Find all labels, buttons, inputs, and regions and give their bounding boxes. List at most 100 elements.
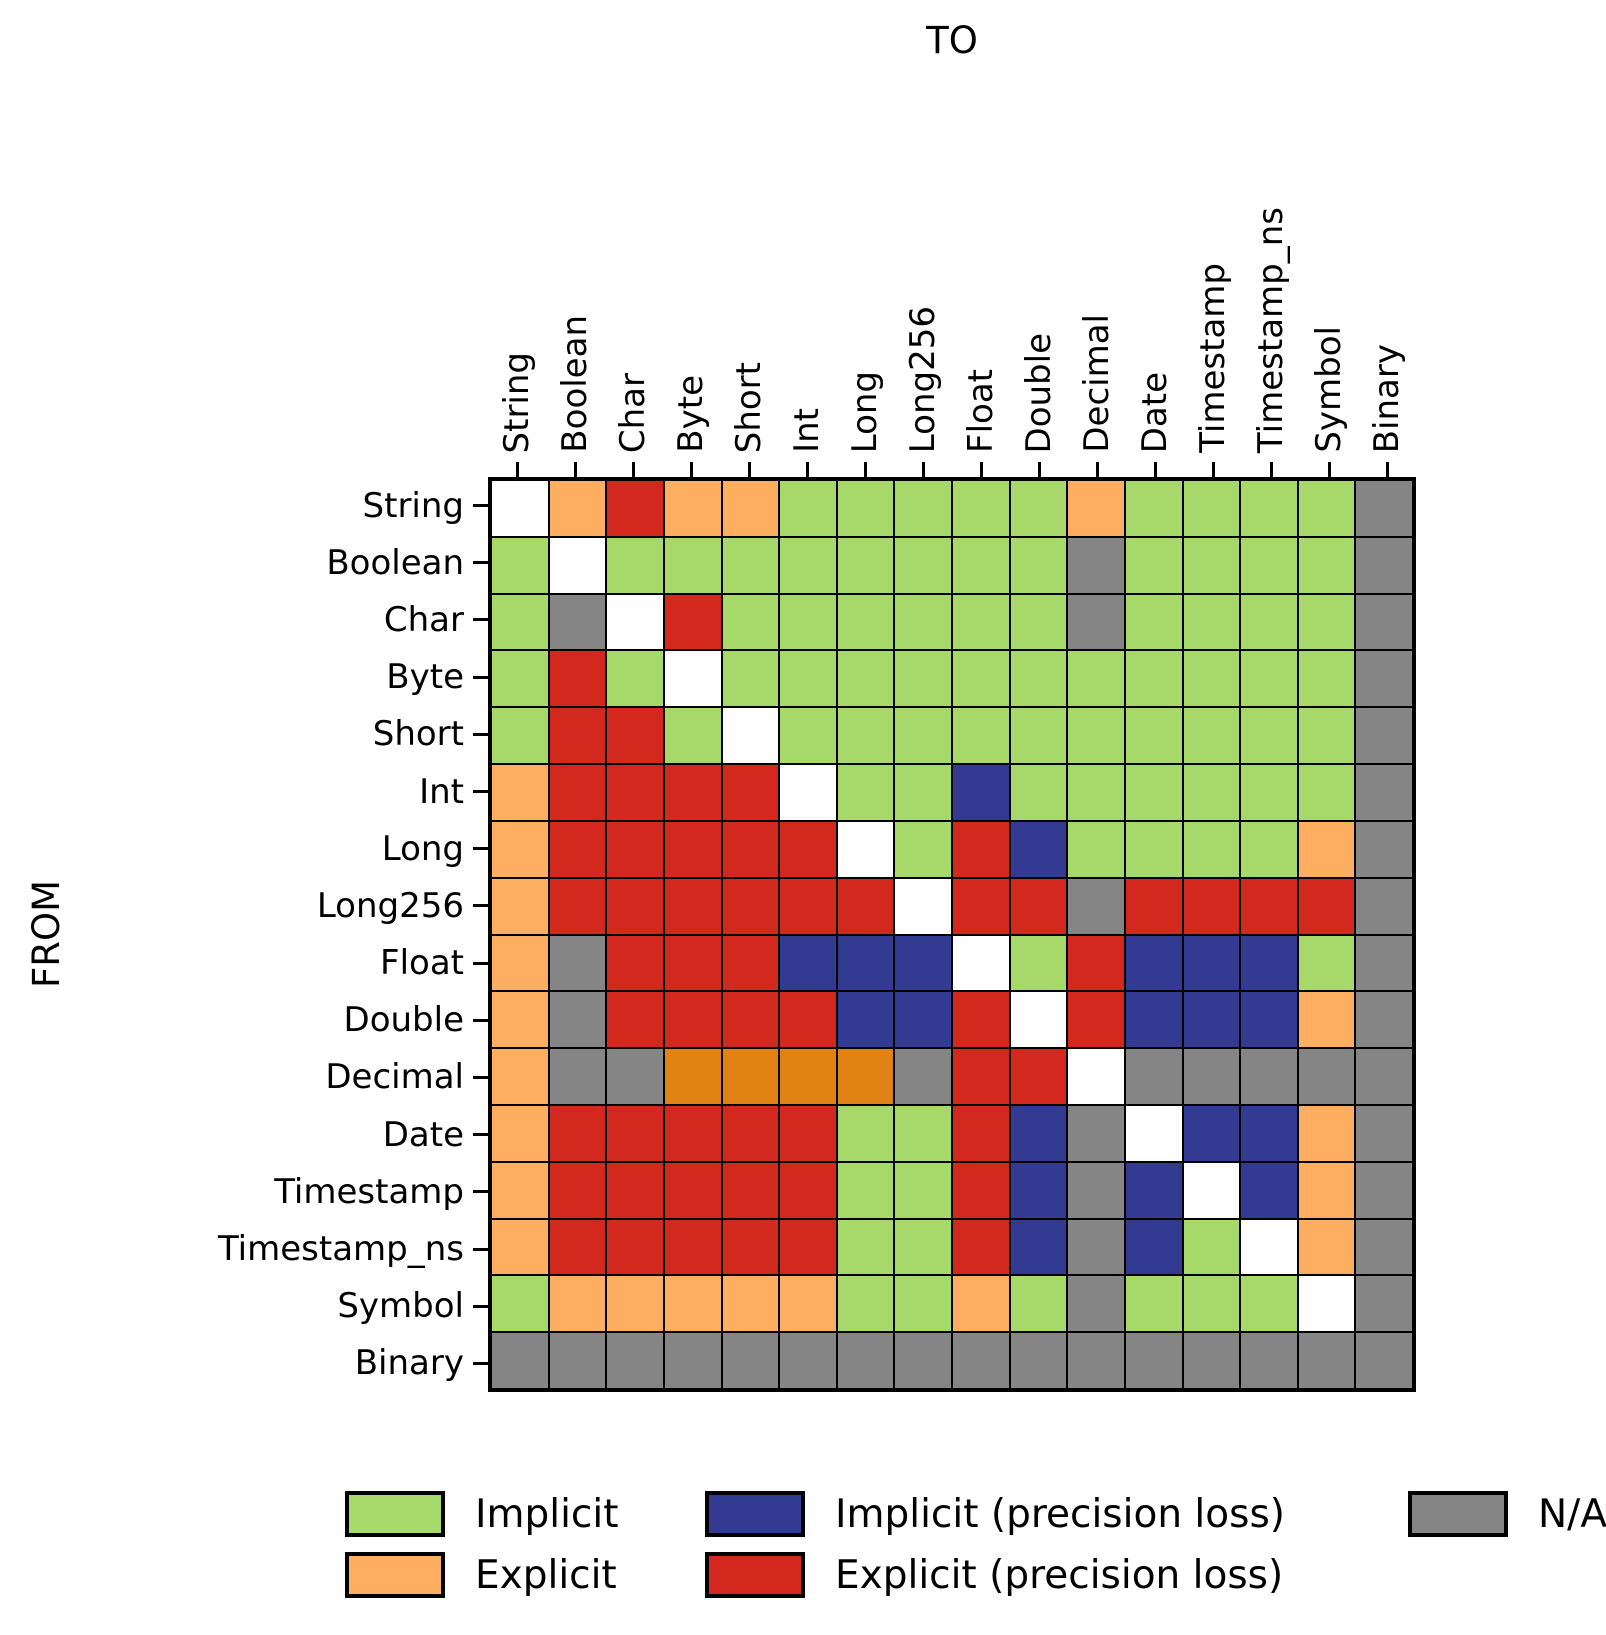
- matrix-cell-date-to-decimal: [1068, 1105, 1124, 1161]
- matrix-cell-string-to-byte: [664, 481, 721, 536]
- row-label-char: Char: [100, 591, 488, 648]
- matrix-cell-float-to-long: [837, 935, 894, 991]
- matrix-cell-short-to-timestamp_ns: [1241, 708, 1297, 764]
- matrix-cell-long-to-short: [722, 821, 779, 877]
- axis-tick: [473, 847, 488, 851]
- matrix-cell-short-to-string: [492, 708, 548, 764]
- col-label-text: Long: [845, 370, 885, 453]
- matrix-cell-binary-to-byte: [664, 1333, 721, 1388]
- matrix-cell-float-to-decimal: [1068, 935, 1124, 991]
- matrix-cell-boolean-to-int: [780, 537, 836, 593]
- matrix-cell-double-to-string: [492, 992, 548, 1048]
- legend-label: N/A: [1538, 1491, 1606, 1537]
- matrix-cell-symbol-to-decimal: [1068, 1276, 1124, 1332]
- matrix-cell-long-to-binary: [1356, 821, 1412, 877]
- matrix-cell-binary-to-timestamp_ns: [1241, 1333, 1297, 1388]
- matrix-cell-double-to-int: [780, 992, 836, 1048]
- axis-tick: [473, 1018, 488, 1022]
- col-label-text: Timestamp_ns: [1251, 206, 1291, 453]
- matrix-cell-float-to-int: [780, 935, 836, 991]
- col-label-boolean: Boolean: [546, 0, 604, 477]
- matrix-cell-decimal-to-symbol: [1298, 1049, 1355, 1104]
- matrix-cell-timestamp_ns-to-int: [780, 1219, 836, 1275]
- matrix-cell-binary-to-boolean: [549, 1333, 606, 1388]
- matrix-cell-binary-to-long: [837, 1333, 894, 1388]
- axis-tick: [473, 1304, 488, 1308]
- col-label-timestamp_ns: Timestamp_ns: [1242, 0, 1300, 477]
- matrix-cell-timestamp-to-binary: [1356, 1162, 1412, 1218]
- axis-tick: [805, 462, 809, 477]
- matrix-cell-short-to-symbol: [1298, 708, 1355, 764]
- matrix-cell-int-to-decimal: [1068, 765, 1124, 820]
- matrix-cell-date-to-timestamp_ns: [1241, 1105, 1297, 1161]
- axis-tick: [1211, 462, 1215, 477]
- heatmap-grid: [488, 477, 1416, 1392]
- matrix-cell-float-to-char: [607, 935, 663, 991]
- matrix-cell-long-to-boolean: [549, 821, 606, 877]
- matrix-cell-byte-to-short: [722, 651, 779, 707]
- matrix-cell-binary-to-date: [1125, 1333, 1182, 1388]
- col-label-float: Float: [952, 0, 1010, 477]
- matrix-cell-long256-to-boolean: [549, 878, 606, 934]
- axis-tick: [1037, 462, 1041, 477]
- col-label-text: Binary: [1367, 343, 1407, 453]
- matrix-cell-byte-to-float: [953, 651, 1009, 707]
- col-label-text: Double: [1019, 332, 1059, 453]
- row-label-text: Long256: [316, 885, 464, 926]
- matrix-cell-double-to-date: [1125, 992, 1182, 1048]
- matrix-cell-string-to-float: [953, 481, 1009, 536]
- matrix-cell-binary-to-string: [492, 1333, 548, 1388]
- matrix-cell-timestamp_ns-to-date: [1125, 1219, 1182, 1275]
- matrix-cell-date-to-short: [722, 1105, 779, 1161]
- matrix-cell-byte-to-string: [492, 651, 548, 707]
- matrix-cell-char-to-byte: [664, 594, 721, 650]
- matrix-cell-byte-to-long: [837, 651, 894, 707]
- matrix-cell-date-to-int: [780, 1105, 836, 1161]
- matrix-cell-string-to-double: [1010, 481, 1067, 536]
- legend-item-na: N/A: [1408, 1487, 1606, 1541]
- matrix-cell-long256-to-symbol: [1298, 878, 1355, 934]
- matrix-cell-decimal-to-date: [1125, 1049, 1182, 1104]
- row-label-text: Double: [343, 1000, 464, 1041]
- matrix-cell-byte-to-timestamp: [1183, 651, 1240, 707]
- matrix-cell-int-to-binary: [1356, 765, 1412, 820]
- matrix-cell-symbol-to-float: [953, 1276, 1009, 1332]
- matrix-cell-char-to-char: [607, 594, 663, 650]
- matrix-cell-boolean-to-date: [1125, 537, 1182, 593]
- axis-tick: [921, 462, 925, 477]
- axis-tick: [473, 790, 488, 794]
- matrix-cell-char-to-boolean: [549, 594, 606, 650]
- matrix-cell-short-to-decimal: [1068, 708, 1124, 764]
- matrix-cell-symbol-to-char: [607, 1276, 663, 1332]
- matrix-cell-timestamp-to-boolean: [549, 1162, 606, 1218]
- legend-swatch-na: [1408, 1491, 1508, 1537]
- matrix-cell-double-to-short: [722, 992, 779, 1048]
- matrix-cell-timestamp_ns-to-string: [492, 1219, 548, 1275]
- matrix-cell-binary-to-char: [607, 1333, 663, 1388]
- matrix-cell-int-to-string: [492, 765, 548, 820]
- matrix-cell-long-to-timestamp_ns: [1241, 821, 1297, 877]
- legend-item-implicit-precision-loss: Implicit (precision loss): [705, 1487, 1285, 1541]
- row-label-text: Date: [382, 1114, 464, 1155]
- axis-tick: [631, 462, 635, 477]
- row-label-symbol: Symbol: [100, 1278, 488, 1335]
- axis-tick: [1269, 462, 1273, 477]
- matrix-cell-float-to-float: [953, 935, 1009, 991]
- matrix-cell-float-to-symbol: [1298, 935, 1355, 991]
- matrix-cell-decimal-to-int: [780, 1049, 836, 1104]
- legend-label: Explicit (precision loss): [835, 1552, 1284, 1598]
- row-label-text: Timestamp_ns: [217, 1229, 464, 1270]
- matrix-cell-byte-to-decimal: [1068, 651, 1124, 707]
- matrix-cell-long256-to-char: [607, 878, 663, 934]
- x-axis-title: TO: [926, 19, 978, 62]
- matrix-cell-binary-to-long256: [895, 1333, 951, 1388]
- matrix-cell-long256-to-int: [780, 878, 836, 934]
- col-label-double: Double: [1010, 0, 1068, 477]
- matrix-cell-string-to-char: [607, 481, 663, 536]
- legend-label: Implicit (precision loss): [835, 1491, 1285, 1537]
- matrix-cell-date-to-long256: [895, 1105, 951, 1161]
- matrix-cell-boolean-to-decimal: [1068, 537, 1124, 593]
- col-label-long256: Long256: [894, 0, 952, 477]
- matrix-cell-boolean-to-timestamp_ns: [1241, 537, 1297, 593]
